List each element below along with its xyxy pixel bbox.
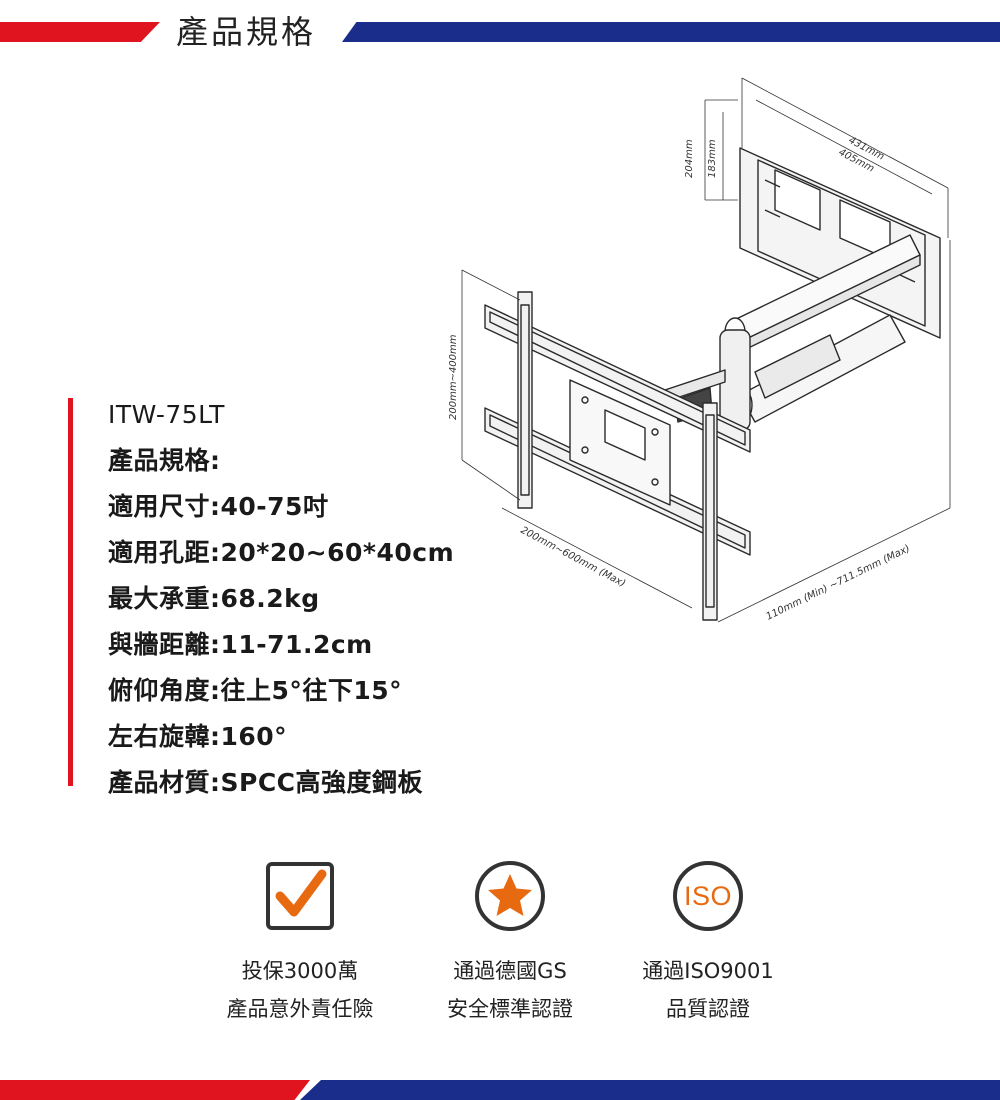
badge-line1: 通過ISO9001: [642, 959, 774, 983]
spec-item: 適用孔距:20*20~60*40cm: [108, 538, 455, 567]
spec-list: ITW-75LT 產品規格: 適用尺寸:40-75吋 適用孔距:20*20~60…: [108, 392, 454, 806]
badge-gs: 通過德國GS 安全標準認證: [410, 858, 610, 1028]
spec-item: 適用尺寸:40-75吋: [108, 492, 329, 521]
header-red-bar: [0, 22, 160, 42]
tv-bracket-right: [702, 402, 718, 621]
iso-icon-text: ISO: [683, 881, 732, 911]
badge-line2: 安全標準認證: [447, 997, 573, 1021]
footer-blue-bar: [300, 1080, 1000, 1100]
spec-item: 俯仰角度:往上5°往下15°: [108, 676, 403, 705]
spec-item: 產品規格:: [108, 446, 221, 475]
star-circle-icon: [472, 858, 548, 934]
dim-height-inner: 183mm: [707, 139, 718, 178]
spec-item: 左右旋韓:160°: [108, 722, 288, 751]
spec-accent-bar: [68, 398, 73, 786]
spec-model: ITW-75LT: [108, 400, 225, 429]
dim-vesa-vertical: 200mm~400mm: [448, 334, 459, 420]
iso-circle-icon: ISO: [670, 858, 746, 934]
badge-line1: 通過德國GS: [453, 959, 567, 983]
spec-item: 與牆距離:11-71.2cm: [108, 630, 373, 659]
dim-vesa-horizontal: 200mm~600mm (Max): [519, 525, 628, 590]
spec-item: 最大承重:68.2kg: [108, 584, 320, 613]
section-title: 產品規格: [176, 13, 317, 51]
dim-height-outer: 204mm: [684, 139, 695, 178]
tv-mount-diagram: 431mm 405mm 204mm 183mm 200mm~400mm 200m…: [448, 77, 951, 623]
footer-red-bar: [0, 1080, 310, 1100]
checkbox-check-icon: [262, 858, 338, 934]
badge-line2: 產品意外責任險: [226, 997, 374, 1021]
badge-iso: ISO 通過ISO9001 品質認證: [608, 858, 808, 1028]
badge-line1: 投保3000萬: [241, 959, 359, 983]
spec-item: 產品材質:SPCC高強度鋼板: [108, 768, 424, 797]
header-blue-bar: [342, 22, 1000, 42]
tv-bracket-left: [517, 291, 533, 509]
badge-line2: 品質認證: [666, 997, 750, 1021]
dim-extension: 110mm (Min) ~711.5mm (Max): [764, 543, 911, 622]
badge-insurance: 投保3000萬 產品意外責任險: [200, 858, 400, 1028]
